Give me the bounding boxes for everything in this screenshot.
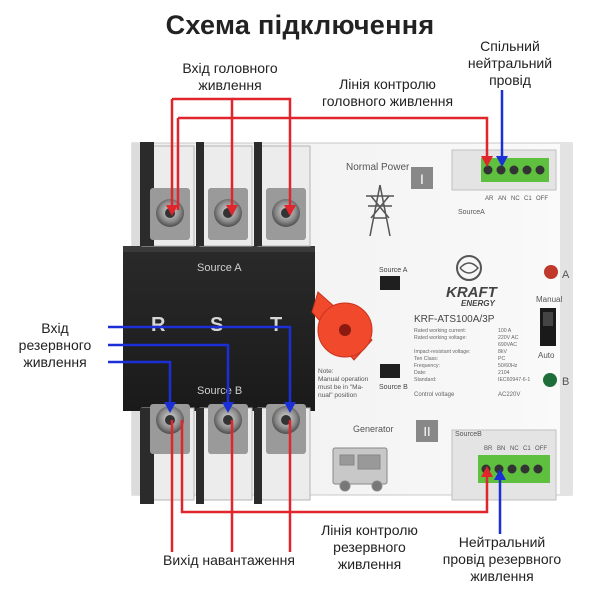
black-cover [123,246,315,411]
control-voltage-v: AC220V [498,392,520,398]
mark-i-box [411,167,433,189]
term-top-4: OFF [536,196,548,202]
backup-input-wire-s [108,343,230,410]
note-line-0: Note: [318,368,334,375]
brand-energy: ENERGY [461,299,495,308]
blue-wires [108,90,504,540]
term-top-1: AN [498,196,506,202]
term-top-3: C1 [524,196,532,202]
manual-label: Manual [536,295,562,304]
label-common-neutral: Спільний нейтральний провід [467,38,553,88]
source-b-label: Source B [197,385,242,397]
rotary-knob[interactable] [311,291,373,361]
spec-7-k: Standard: [414,377,437,383]
term-bottom-2: NC [510,446,519,452]
label-backup-control: Лінія контролю резервного живлення [312,522,427,573]
red-wires [170,97,489,562]
phase-r-label: R [151,314,166,336]
indicator-panel: A Manual Auto B [536,265,570,388]
spec-3-k: Impact-resistant voltage: [414,349,471,355]
mark-ii-box [416,420,438,442]
bottom-aux-terminal-block: SourceB BR BN NC C1 OFF [451,429,557,501]
source-a-small-label: SourceA [458,209,485,216]
mark-ii: II [423,424,430,439]
main-input-wire-t [232,97,292,214]
switch-panel: Source A Source B Note: Manual operation… [311,267,408,399]
phase-s-label: S [210,314,223,336]
blue-arrowheads [164,156,508,480]
term-bottom-0: BR [484,446,493,452]
generator-icon [332,447,388,492]
model-label: KRF-ATS100A/3P [414,314,495,325]
source-b-small-label: SourceB [455,431,482,438]
spec-0-k: Rated working current: [414,328,466,334]
spec-1-k: Rated working voltage: [414,335,467,341]
indicator-b-label: B [562,376,569,388]
source-a-label: Source A [197,262,242,274]
term-top-0: AR [485,196,494,202]
auto-label: Auto [538,351,555,360]
spec-1-v: 220V AC [498,335,519,341]
spec-3-v: 8kV [498,349,507,355]
spec-2-v: 690VAC [498,342,517,348]
normal-power-label: Normal Power [346,162,410,173]
note-line-1: Manual operation [318,376,369,383]
note-line-3: nual" position [318,392,357,399]
top-terminals [140,142,311,247]
term-bottom-3: C1 [523,446,531,452]
spec-4-v: PC [498,356,505,362]
page-title: Схема підключення [165,10,435,40]
backup-control-wire [180,420,489,514]
switch-source-a-label: Source A [379,267,408,274]
label-load-output: Вихід навантаження [146,552,312,569]
backup-input-wire-t [108,325,292,410]
spec-7-v: IEC60947-6-1 [498,377,530,383]
spec-6-v: 2104 [498,370,510,376]
normal-power-panel: Normal Power I [346,162,433,237]
bottom-terminals [140,404,311,504]
lamp-a-icon [544,265,558,279]
term-bottom-4: OFF [535,446,547,452]
note-line-2: must be in "Ma- [318,384,363,391]
term-top-2: NC [511,196,520,202]
brand-block: KRAFT ENERGY KRF-ATS100A/3P Rated workin… [414,255,530,398]
mark-i: I [420,171,424,187]
switch-source-b-label: Source B [379,384,408,391]
generator-label: Generator [353,424,394,434]
lamp-b-icon [543,373,557,387]
spec-4-k: Ten Class: [414,356,438,362]
spec-5-v: 50/60Hz [498,363,518,369]
indicator-a-label: A [562,269,570,281]
kraft-logo-icon [456,255,482,281]
generator-panel: Generator II [332,420,438,492]
label-backup-neutral: Нейтральний провід резервного живлення [432,534,572,585]
spec-0-v: 100 A [498,328,512,334]
backup-input-wire-r [108,360,172,410]
label-backup-input: Вхід резервного живлення [18,320,92,370]
control-voltage-k: Control voltage [414,392,455,398]
label-main-control: Лінія контролю головного живлення [321,76,454,109]
power-tower-icon [366,184,394,237]
spec-6-k: Date: [414,370,426,376]
term-bottom-1: BN [497,446,505,452]
red-arrowheads [166,156,493,477]
brand-kraft: KRAFT [446,284,499,301]
spec-5-k: Frequency: [414,363,440,369]
label-main-input: Вхід головного живлення [182,60,278,93]
main-control-wire [178,116,489,163]
phase-t-label: T [270,314,282,336]
